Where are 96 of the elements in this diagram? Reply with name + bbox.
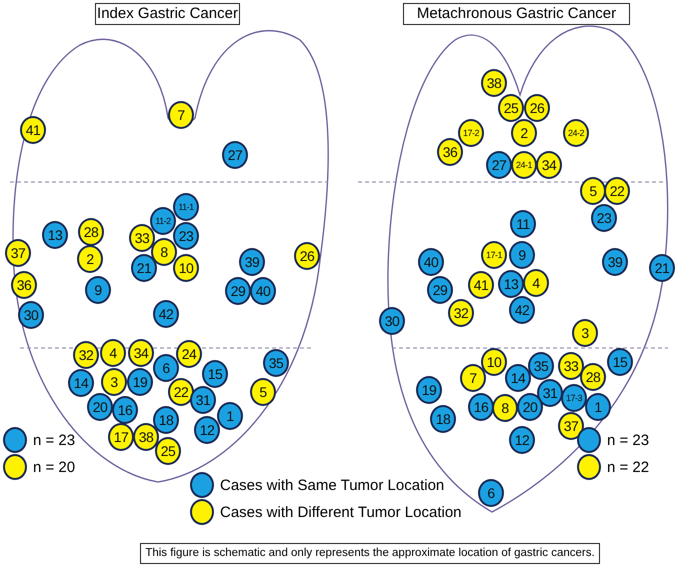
- case-circle: 34: [128, 339, 154, 367]
- case-circle: 23: [591, 204, 617, 232]
- case-circle: 10: [173, 254, 199, 282]
- case-circle: 17: [108, 423, 134, 451]
- case-circle: 15: [607, 348, 633, 376]
- case-circle: 16: [112, 396, 138, 424]
- case-circle: 9: [85, 276, 111, 304]
- case-circle: 27: [222, 141, 248, 169]
- case-circle: 27: [486, 151, 512, 179]
- case-circle: 1: [217, 402, 243, 430]
- case-circle: 24: [176, 340, 202, 368]
- case-circle: 41: [20, 116, 46, 144]
- case-circle: 7: [168, 101, 194, 129]
- case-circle: 21: [649, 254, 675, 282]
- case-circle: 22: [168, 378, 194, 406]
- case-circle: 20: [517, 393, 543, 421]
- heading-box: Index Gastric Cancer: [95, 3, 240, 25]
- case-circle: 35: [263, 349, 289, 377]
- case-circle: 25: [498, 94, 524, 122]
- case-circle: 17-1: [481, 241, 507, 269]
- case-circle: 16: [468, 393, 494, 421]
- case-circle: 24-2: [563, 119, 589, 147]
- case-circle: 30: [379, 307, 405, 335]
- case-circle: 29: [427, 276, 453, 304]
- case-circle: 30: [18, 301, 44, 329]
- case-circle: 31: [190, 386, 216, 414]
- legend-label: n = 23: [33, 432, 76, 448]
- case-circle: 14: [68, 369, 94, 397]
- legend-label: n = 22: [607, 458, 650, 476]
- legend-label: n = 23: [607, 432, 650, 448]
- case-circle: 36: [11, 271, 37, 299]
- case-circle: 32: [448, 299, 474, 327]
- case-circle: 6: [153, 354, 179, 382]
- case-circle: 28: [580, 363, 606, 391]
- case-circle: 13: [42, 221, 68, 249]
- legend-label: Cases with Different Tumor Location: [220, 504, 462, 520]
- case-circle: 1: [585, 393, 611, 421]
- case-circle: 40: [250, 277, 276, 305]
- case-circle: 4: [100, 339, 126, 367]
- case-circle: 36: [437, 138, 463, 166]
- case-circle: 38: [481, 69, 507, 97]
- case-circle: 40: [418, 248, 444, 276]
- case-circle: 26: [524, 94, 550, 122]
- case-circle: 11: [510, 210, 536, 238]
- case-circle: 2: [511, 119, 537, 147]
- case-circle: 42: [509, 296, 535, 324]
- case-circle: 21: [131, 254, 157, 282]
- case-circle: 8: [492, 394, 518, 422]
- legend-label: Cases with Same Tumor Location: [220, 476, 444, 494]
- case-circle: 23: [173, 222, 199, 250]
- case-circle: 2: [77, 245, 103, 273]
- case-circle: 38: [133, 423, 159, 451]
- case-circle: 33: [558, 352, 584, 380]
- case-circle: 37: [5, 239, 31, 267]
- caption-box: This figure is schematic and only represents the approximate location of gastric cancers.: [140, 543, 600, 564]
- case-circle: 4: [523, 269, 549, 297]
- case-circle: 14: [505, 364, 531, 392]
- case-circle: 42: [153, 300, 179, 328]
- case-circle: 24-1: [511, 151, 537, 179]
- case-circle: 11-2: [150, 207, 176, 235]
- heading-box: Metachronous Gastric Cancer: [403, 3, 630, 25]
- case-circle: 5: [580, 177, 606, 205]
- case-circle: 41: [468, 271, 494, 299]
- case-circle: 9: [509, 241, 535, 269]
- case-circle: 29: [225, 277, 251, 305]
- case-circle: 18: [153, 406, 179, 434]
- case-circle: 5: [250, 378, 276, 406]
- case-circle: 17-2: [458, 119, 484, 147]
- case-circle: 39: [239, 248, 265, 276]
- case-circle: 13: [498, 270, 524, 298]
- case-circle: 26: [294, 242, 320, 270]
- case-circle: 3: [101, 368, 127, 396]
- case-circle: 20: [87, 393, 113, 421]
- case-circle: 3: [572, 319, 598, 347]
- case-circle: 19: [127, 368, 153, 396]
- case-circle: 18: [430, 405, 456, 433]
- case-circle: 15: [202, 360, 228, 388]
- case-circle: 32: [73, 341, 99, 369]
- case-circle: 33: [129, 224, 155, 252]
- legend-label: n = 20: [33, 458, 76, 476]
- case-circle: 12: [509, 426, 535, 454]
- case-circle: 19: [416, 376, 442, 404]
- case-circle: 34: [536, 151, 562, 179]
- case-circle: 22: [604, 177, 630, 205]
- case-circle: 35: [528, 352, 554, 380]
- case-circle: 28: [78, 218, 104, 246]
- case-circle: 37: [558, 412, 584, 440]
- case-circle: 6: [478, 479, 504, 507]
- case-circle: 31: [537, 379, 563, 407]
- case-circle: 17-3: [561, 384, 587, 412]
- case-circle: 39: [602, 248, 628, 276]
- case-circle: 7: [460, 364, 486, 392]
- case-circle: 25: [155, 437, 181, 465]
- case-circle: 11-1: [173, 193, 199, 221]
- case-circle: 10: [481, 348, 507, 376]
- case-circle: 12: [194, 416, 220, 444]
